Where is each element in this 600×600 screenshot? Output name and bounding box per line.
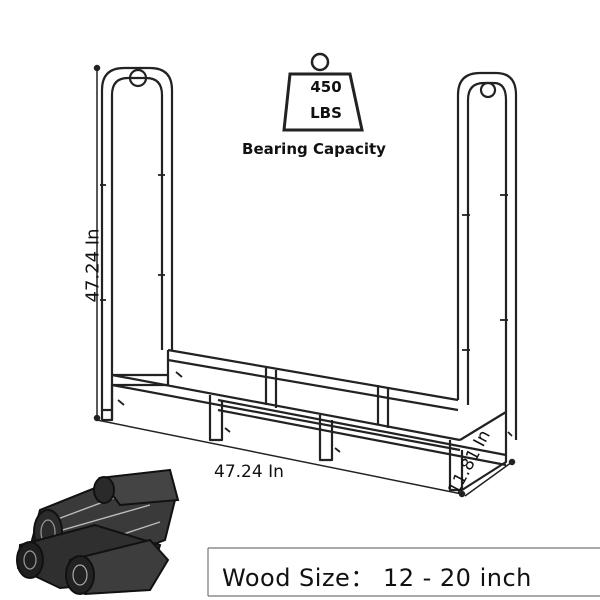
height-dimension-label: 47.24 In (82, 228, 104, 303)
wood-size-banner (207, 547, 600, 597)
weight-value: 450 (310, 78, 342, 96)
log-rack-icon (100, 66, 518, 492)
weight-icon (282, 52, 364, 132)
firewood-logs-icon (16, 468, 180, 596)
width-dimension-label: 47.24 In (214, 462, 284, 482)
bearing-capacity-label: Bearing Capacity (242, 140, 386, 158)
wood-size-text: Wood Size： 12 - 20 inch (222, 564, 532, 592)
width-dimension-line (96, 419, 466, 498)
height-dimension-line (93, 64, 101, 422)
depth-dimension-line (464, 458, 516, 497)
weight-unit: LBS (310, 104, 342, 122)
